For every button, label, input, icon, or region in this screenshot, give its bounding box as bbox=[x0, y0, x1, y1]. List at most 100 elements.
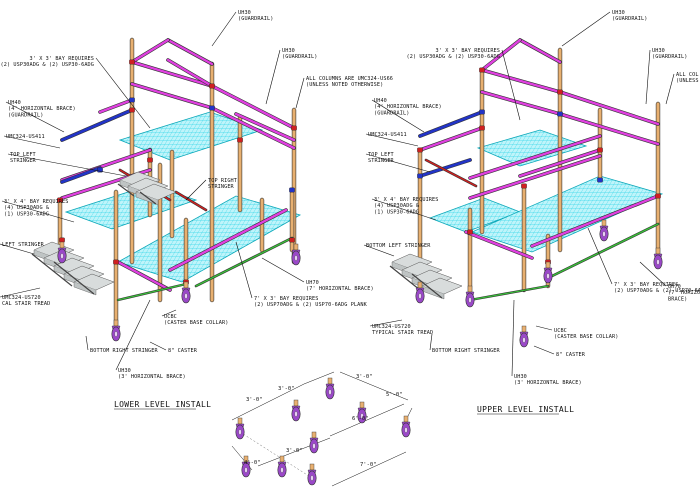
caster-icon bbox=[111, 319, 121, 342]
caster-icon bbox=[291, 399, 301, 422]
leader-line bbox=[587, 227, 613, 285]
dimension-label: 7'-0" bbox=[360, 462, 377, 468]
leader-line bbox=[261, 257, 305, 283]
right-label-uh30-h: UH30(3' HORIZONTAL BRACE) bbox=[511, 299, 582, 386]
dimension-label: 3'-0" bbox=[356, 374, 373, 380]
horizontal-brace-3ft bbox=[469, 285, 549, 301]
leader-line bbox=[5, 101, 65, 133]
left-label-line: UMC324-US411 bbox=[6, 134, 45, 140]
column-coupler bbox=[57, 197, 63, 203]
right-label-uh40: UH40(4' HORIZONTAL BRACE)(GUARDRAIL) bbox=[371, 98, 442, 133]
leader-line bbox=[501, 49, 521, 121]
dimension-line bbox=[239, 431, 313, 479]
stair-stringer bbox=[411, 273, 443, 299]
leader-line bbox=[3, 135, 61, 149]
column-coupler bbox=[129, 59, 135, 65]
left-label-line: STRINGER bbox=[208, 184, 235, 190]
dimension-line bbox=[231, 383, 305, 421]
left-label-uh30-h: UH30(3' HORIZONTAL BRACE) bbox=[115, 299, 186, 380]
right-label-line: 3' X 4' BAY REQUIRES bbox=[374, 197, 438, 203]
left-label-line: UH70 bbox=[306, 280, 319, 286]
left-label-line: UH30 bbox=[282, 48, 295, 54]
guardrail-pipe bbox=[98, 98, 134, 114]
guardrail-pipe bbox=[166, 58, 214, 88]
top-left-stringer bbox=[425, 159, 477, 187]
leader-line bbox=[645, 49, 651, 105]
column-coupler bbox=[209, 83, 215, 89]
right-label-bay-3x3: 3' X 3' BAY REQUIRES(2) USP30ADG & (2) U… bbox=[407, 48, 521, 121]
leader-line bbox=[561, 11, 611, 47]
left-label-uh30-guardrail-r: UH30(GUARDRAIL) bbox=[265, 48, 317, 105]
left-label-uh40: UH40(4' HORIZONTAL BRACE)(GUARDRAIL) bbox=[5, 100, 76, 133]
dimension-label: 4'-0" bbox=[244, 460, 261, 466]
top-right-stringer bbox=[175, 191, 207, 211]
left-label-line: TOP LEFT bbox=[10, 152, 36, 158]
guardrail-pipe bbox=[210, 84, 296, 130]
left-label-uh30-guardrail: UH30(GUARDRAIL) bbox=[211, 10, 273, 47]
right-label-line: TYPICAL STAIR TREAD bbox=[372, 330, 433, 336]
left-label-uh70: UH70(7' HORIZONTAL BRACE) bbox=[261, 257, 374, 292]
horizontal-brace-4ft bbox=[60, 108, 134, 142]
column-coupler bbox=[129, 107, 135, 113]
right-label-line: UH70 bbox=[668, 284, 681, 290]
dimension-label: 3'-0" bbox=[246, 397, 263, 403]
right-label-line: BRACE) bbox=[668, 296, 687, 302]
caster-icon bbox=[357, 401, 367, 424]
lower-stair-assembly bbox=[389, 253, 463, 300]
left-label-bottom-right: BOTTOM RIGHT STRINGER bbox=[85, 335, 158, 354]
left-label-bottom-left: LEFT STRINGER bbox=[0, 242, 45, 255]
right-label-line: BOTTOM LEFT STRINGER bbox=[366, 243, 431, 249]
column-coupler bbox=[521, 183, 527, 189]
guardrail-pipe bbox=[480, 90, 562, 116]
right-label-bottom-left: BOTTOM LEFT STRINGER bbox=[363, 243, 431, 257]
column-coupler bbox=[291, 125, 297, 131]
guardrail-pipe bbox=[130, 82, 214, 110]
leader-line bbox=[1, 200, 75, 223]
left-label-bay-7x3: 7' X 3' BAY REQUIRES(2) USP70ADG & (2) U… bbox=[235, 241, 367, 308]
left-label-ucbc: UCBC(CASTER BASE COLLAR) bbox=[161, 309, 228, 326]
leader-line bbox=[371, 99, 425, 133]
guardrail-pipe bbox=[558, 90, 660, 126]
right-label-bay-7x3: 7' X 3' BAY REQUIRES(2) USP70ADG & (2) U… bbox=[587, 227, 700, 294]
lower-level-assembly bbox=[31, 37, 302, 342]
leader-line bbox=[115, 299, 151, 371]
leader-line bbox=[369, 319, 403, 327]
right-label-line: UCBC bbox=[554, 328, 567, 334]
left-label-line: (1) USP30-6ADG bbox=[4, 211, 49, 217]
leader-line bbox=[365, 133, 419, 147]
right-label-line: TOP LEFT bbox=[368, 152, 394, 158]
left-label-line: STRINGER bbox=[10, 158, 37, 164]
left-label-line: UCBC bbox=[164, 314, 177, 320]
caster-icon bbox=[325, 377, 335, 400]
lower-stair-assembly bbox=[31, 241, 115, 296]
right-label-line: (GUARDRAIL) bbox=[374, 110, 409, 116]
caster-icon bbox=[309, 431, 319, 454]
caster-icon bbox=[543, 261, 553, 284]
horizontal-brace-3ft bbox=[117, 283, 187, 301]
horizontal-brace-7ft bbox=[547, 223, 659, 279]
right-label-line: (1) USP30-6ADG bbox=[374, 209, 419, 215]
dimension-line bbox=[329, 403, 405, 437]
caster-icon bbox=[307, 463, 317, 486]
dimension-line bbox=[339, 371, 409, 401]
leader-line bbox=[85, 335, 89, 351]
caster-base-plan: 3'-0"3'-0"3'-0"5'-0"4'-0"3'-0"6'-0"7'-0" bbox=[231, 371, 413, 487]
guardrail-pipe bbox=[468, 154, 602, 200]
column-coupler bbox=[655, 193, 661, 199]
left-label-line: (GUARDRAIL) bbox=[8, 112, 43, 118]
column-coupler bbox=[417, 147, 423, 153]
leader-line bbox=[365, 153, 431, 173]
guardrail-pipe bbox=[518, 148, 602, 178]
caster-icon bbox=[241, 455, 251, 478]
upper-level-caption: UPPER LEVEL INSTALL bbox=[477, 405, 574, 414]
left-label-line: (GUARDRAIL) bbox=[282, 54, 317, 60]
right-label-ucbc: UCBC(CASTER BASE COLLAR) bbox=[535, 325, 618, 340]
right-label-uh30-guardrail: UH30(GUARDRAIL) bbox=[561, 10, 647, 47]
right-label-line: (2) USP70ADG & (2) USP70-6ADG bbox=[614, 288, 700, 294]
right-label-line: 7' X 3' BAY REQUIRES bbox=[614, 282, 678, 288]
leader-line bbox=[0, 287, 41, 298]
left-label-line: UH40 bbox=[8, 100, 21, 106]
